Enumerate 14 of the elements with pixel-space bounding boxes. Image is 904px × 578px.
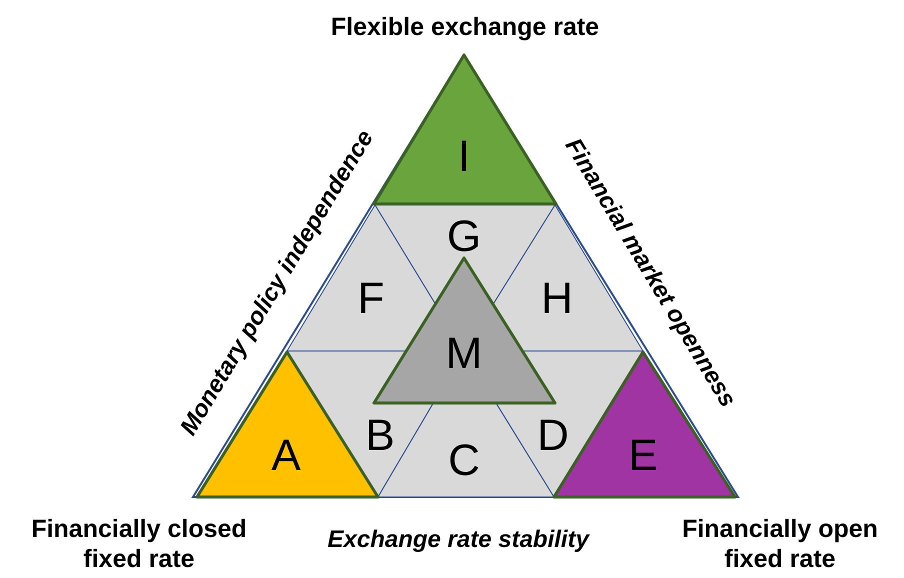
side-label: Exchange rate stability [328,526,589,554]
corner-label: Financially open fixed rate [681,514,879,574]
region-letter: M [446,332,482,376]
region-letter: I [458,135,470,179]
corner-label: Financially closed fixed rate [30,514,248,574]
region-letter: G [446,215,482,259]
region-letter: F [358,277,384,321]
region-letter: A [271,434,301,478]
region-letter: D [537,414,569,458]
region-letter: B [365,414,395,458]
region-letter: C [448,439,480,483]
region-letter: E [628,434,658,478]
region-letter: H [541,277,573,321]
corner-label: Flexible exchange rate [330,12,600,42]
